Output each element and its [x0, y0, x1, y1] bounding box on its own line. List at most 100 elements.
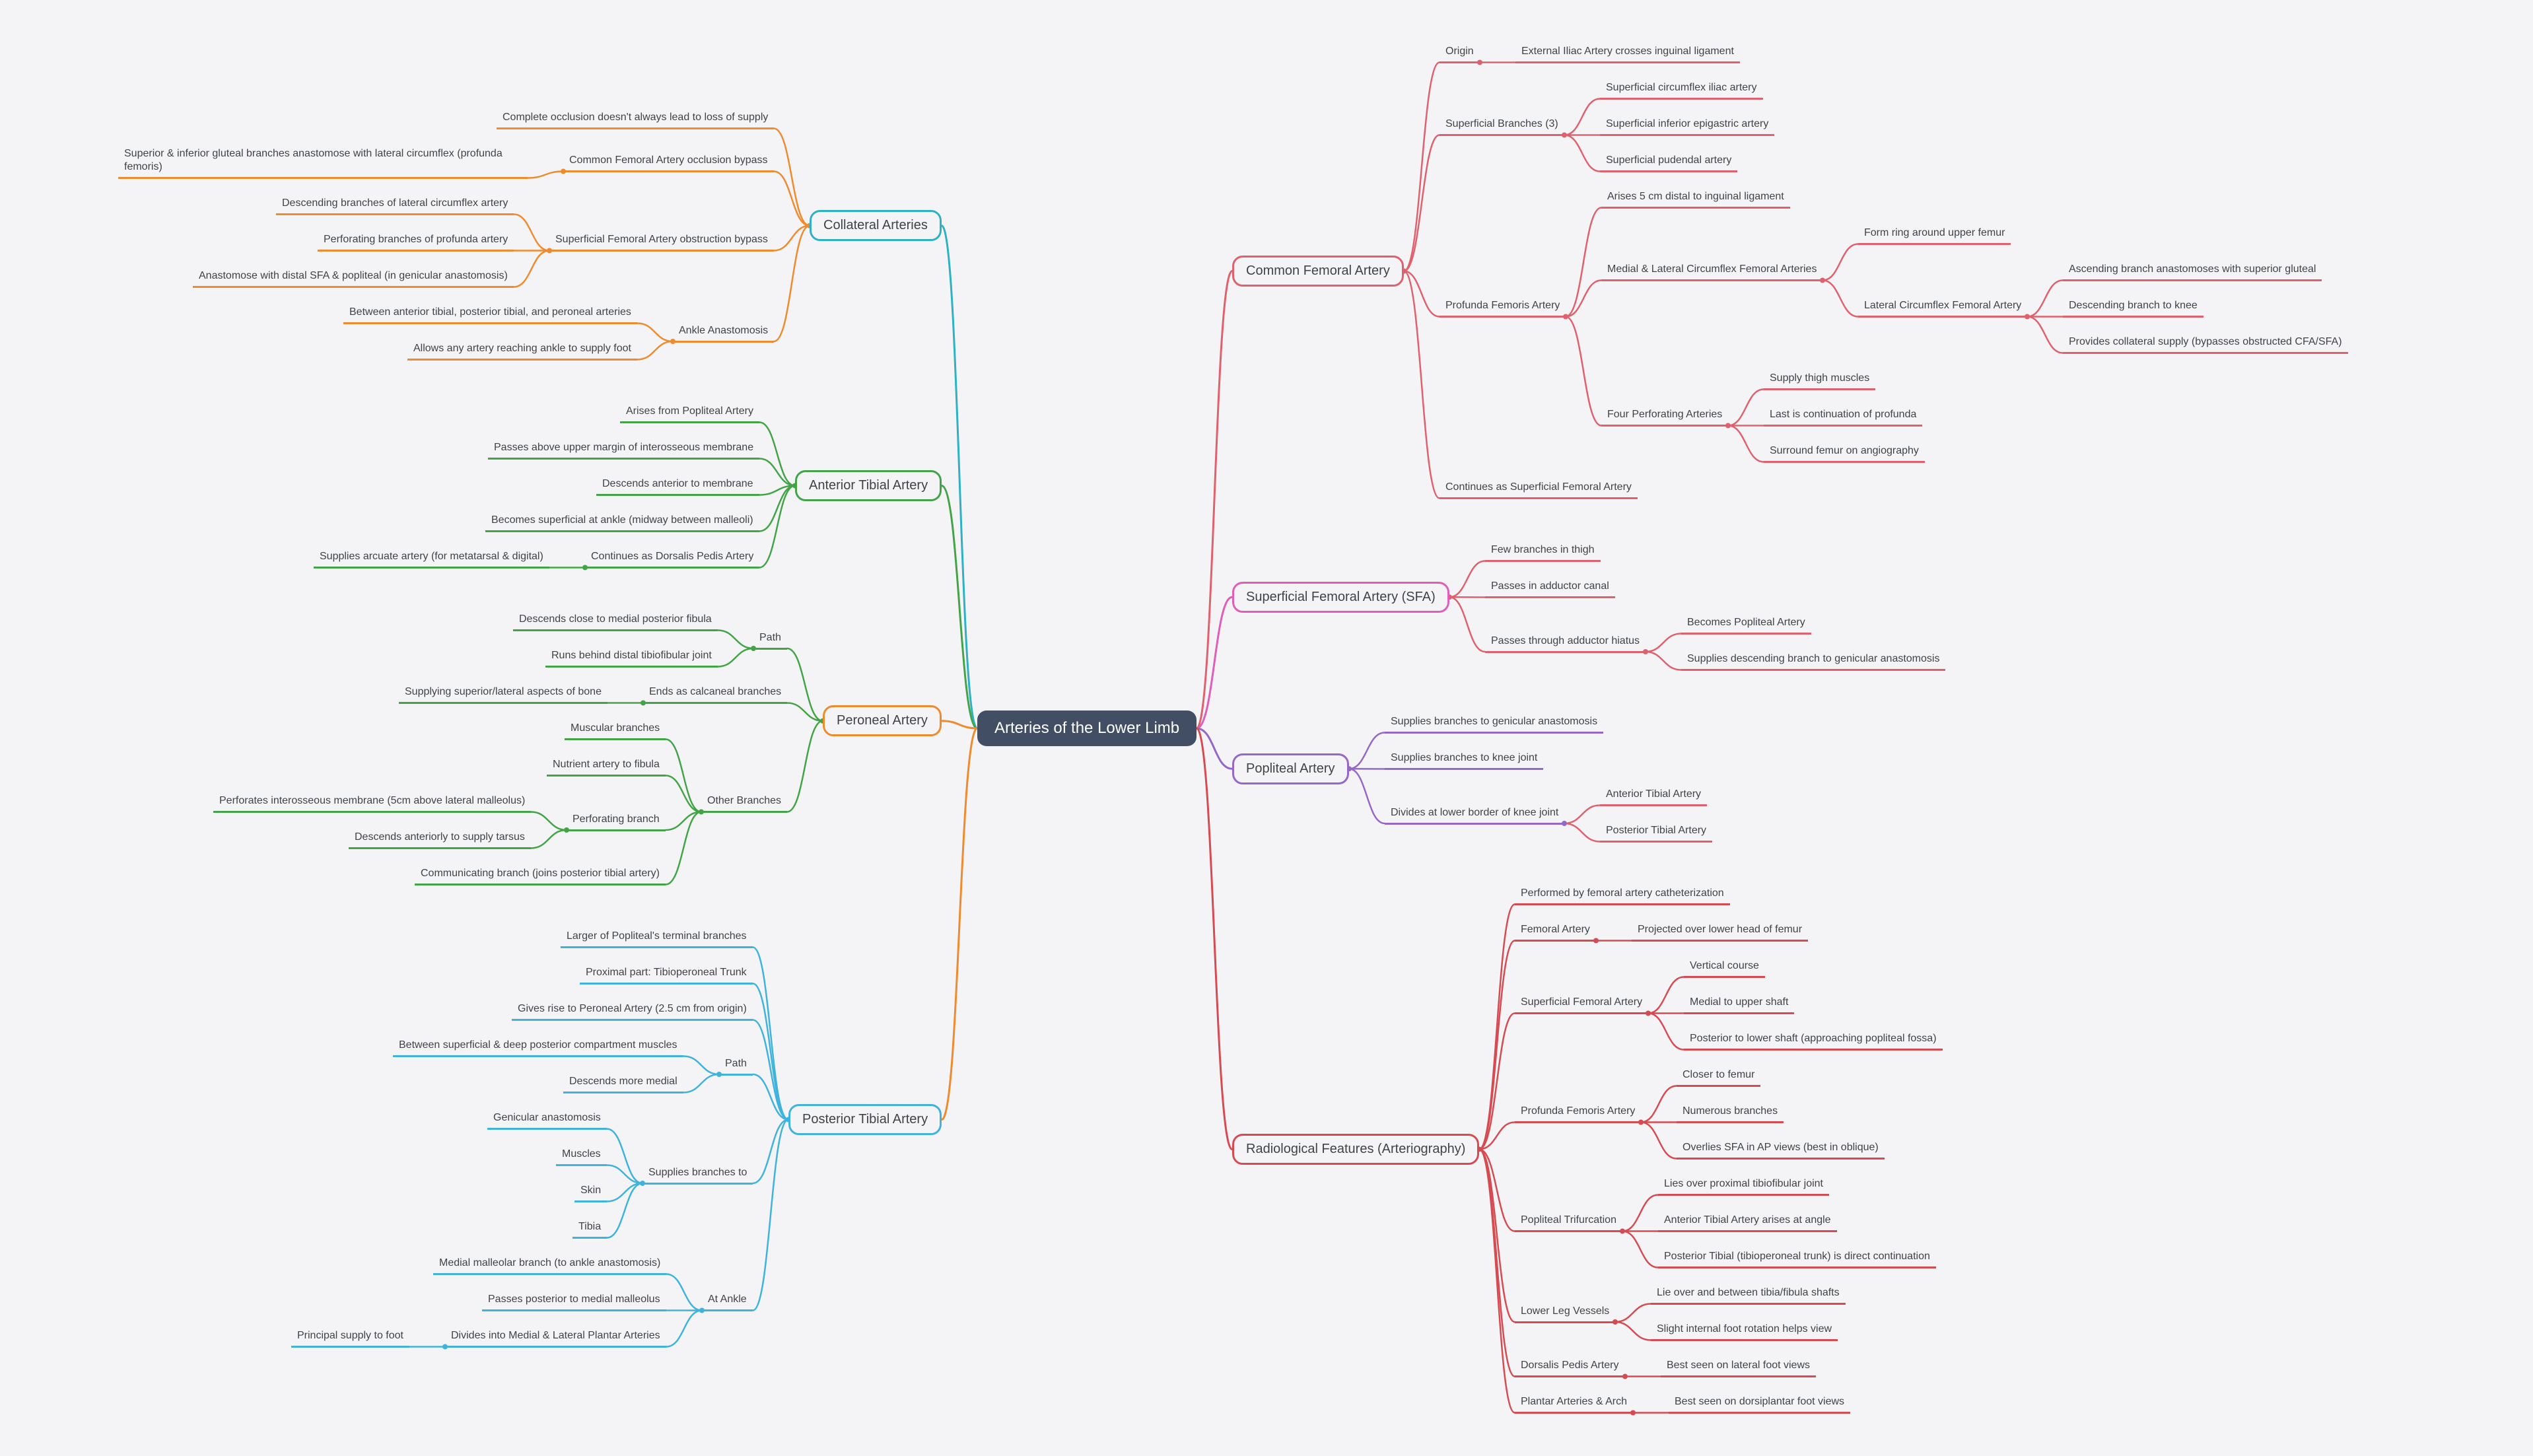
map-node[interactable]: Supplying superior/lateral aspects of bo…	[399, 683, 607, 704]
map-node[interactable]: Closer to femur	[1677, 1066, 1761, 1087]
map-node[interactable]: Skin	[574, 1182, 607, 1202]
map-node[interactable]: Four Perforating Arteries	[1601, 406, 1729, 427]
map-node[interactable]: Descending branches of lateral circumfle…	[276, 195, 514, 215]
map-node[interactable]: Anterior Tibial Artery arises at angle	[1658, 1212, 1837, 1232]
map-node[interactable]: Posterior to lower shaft (approaching po…	[1684, 1030, 1943, 1051]
map-node[interactable]: Ankle Anastomosis	[673, 322, 775, 343]
map-node[interactable]: Slight internal foot rotation helps view	[1651, 1321, 1838, 1341]
map-node[interactable]: Superficial inferior epigastric artery	[1600, 116, 1775, 136]
branch-node[interactable]: Popliteal Artery	[1232, 753, 1349, 784]
map-node[interactable]: Gives rise to Peroneal Artery (2.5 cm fr…	[512, 1000, 753, 1021]
map-node[interactable]: Supply thigh muscles	[1764, 370, 1876, 390]
map-node[interactable]: Runs behind distal tibiofibular joint	[545, 647, 718, 668]
map-node[interactable]: Superficial circumflex iliac artery	[1600, 79, 1763, 100]
map-node[interactable]: Divides into Medial & Lateral Plantar Ar…	[445, 1327, 666, 1348]
map-node[interactable]: Best seen on lateral foot views	[1661, 1357, 1817, 1377]
map-node[interactable]: Form ring around upper femur	[1858, 225, 2011, 245]
map-node[interactable]: Passes in adductor canal	[1485, 578, 1615, 598]
map-node[interactable]: Plantar Arteries & Arch	[1515, 1393, 1633, 1414]
map-node[interactable]: Common Femoral Artery occlusion bypass	[563, 152, 774, 172]
map-node[interactable]: Popliteal Trifurcation	[1515, 1212, 1622, 1232]
map-node[interactable]: Supplies branches to genicular anastomos…	[1385, 713, 1604, 734]
map-node[interactable]: At Ankle	[702, 1291, 753, 1311]
map-node[interactable]: Arises 5 cm distal to inguinal ligament	[1601, 188, 1790, 209]
map-node[interactable]: Tibia	[573, 1218, 607, 1239]
map-node[interactable]: Superficial Femoral Artery obstruction b…	[549, 231, 774, 252]
branch-node[interactable]: Superficial Femoral Artery (SFA)	[1232, 581, 1449, 613]
map-node[interactable]: Passes posterior to medial malleolus	[482, 1291, 666, 1311]
map-node[interactable]: Superficial Branches (3)	[1440, 116, 1564, 136]
map-node[interactable]: Overlies SFA in AP views (best in obliqu…	[1677, 1139, 1885, 1160]
map-node[interactable]: Larger of Popliteal's terminal branches	[561, 928, 753, 948]
map-node[interactable]: Descending branch to knee	[2063, 297, 2203, 318]
map-node[interactable]: Path	[753, 629, 787, 650]
map-node[interactable]: Continues as Superficial Femoral Artery	[1440, 479, 1638, 499]
map-node[interactable]: Ascending branch anastomoses with superi…	[2063, 261, 2322, 281]
map-node[interactable]: Medial to upper shaft	[1684, 994, 1795, 1014]
root-node[interactable]: Arteries of the Lower Limb	[977, 711, 1197, 746]
map-node[interactable]: Becomes Popliteal Artery	[1681, 614, 1811, 635]
map-node[interactable]: Projected over lower head of femur	[1632, 921, 1809, 942]
map-node[interactable]: Principal supply to foot	[291, 1327, 409, 1348]
map-node[interactable]: Passes above upper margin of interosseou…	[488, 439, 760, 460]
map-node[interactable]: Lateral Circumflex Femoral Artery	[1858, 297, 2028, 318]
map-node[interactable]: Proximal part: Tibioperoneal Trunk	[580, 964, 753, 985]
map-node[interactable]: Dorsalis Pedis Artery	[1515, 1357, 1625, 1377]
map-node[interactable]: External Iliac Artery crosses inguinal l…	[1515, 43, 1740, 63]
map-node[interactable]: Perforating branch	[567, 811, 666, 831]
map-node[interactable]: Provides collateral supply (bypasses obs…	[2063, 333, 2348, 354]
map-node[interactable]: Perforates interosseous membrane (5cm ab…	[213, 792, 532, 813]
map-node[interactable]: Surround femur on angiography	[1764, 442, 1925, 463]
map-node[interactable]: Lower Leg Vessels	[1515, 1303, 1616, 1323]
map-node[interactable]: Muscular branches	[565, 720, 666, 740]
map-node[interactable]: Vertical course	[1684, 957, 1765, 978]
map-node[interactable]: Profunda Femoris Artery	[1515, 1103, 1642, 1123]
map-node[interactable]: Divides at lower border of knee joint	[1385, 804, 1565, 825]
map-node[interactable]: Medial malleolar branch (to ankle anasto…	[433, 1255, 667, 1275]
map-node[interactable]: Profunda Femoris Artery	[1440, 297, 1566, 318]
map-node[interactable]: Ends as calcaneal branches	[643, 683, 788, 704]
map-node[interactable]: Passes through adductor hiatus	[1485, 633, 1646, 653]
map-node[interactable]: Supplies branches to	[642, 1164, 753, 1185]
map-node[interactable]: Superior & inferior gluteal branches ana…	[118, 145, 528, 179]
branch-node[interactable]: Collateral Arteries	[810, 210, 942, 242]
map-node[interactable]: Supplies descending branch to genicular …	[1681, 650, 1946, 671]
map-node[interactable]: Performed by femoral artery catheterizat…	[1515, 885, 1730, 905]
map-node[interactable]: Descends more medial	[563, 1073, 683, 1093]
map-node[interactable]: Path	[719, 1055, 753, 1076]
map-node[interactable]: Superficial pudendal artery	[1600, 152, 1738, 172]
map-node[interactable]: Other Branches	[701, 792, 788, 813]
branch-node[interactable]: Posterior Tibial Artery	[788, 1104, 942, 1135]
map-node[interactable]: Becomes superficial at ankle (midway bet…	[485, 512, 759, 532]
map-node[interactable]: Between anterior tibial, posterior tibia…	[343, 304, 637, 324]
map-node[interactable]: Medial & Lateral Circumflex Femoral Arte…	[1601, 261, 1823, 281]
map-node[interactable]: Origin	[1440, 43, 1480, 63]
map-node[interactable]: Few branches in thigh	[1485, 541, 1601, 562]
map-node[interactable]: Lies over proximal tibiofibular joint	[1658, 1175, 1829, 1196]
map-node[interactable]: Arises from Popliteal Artery	[620, 403, 759, 423]
map-node[interactable]: Supplies arcuate artery (for metatarsal …	[314, 548, 549, 569]
map-node[interactable]: Posterior Tibial (tibioperoneal trunk) i…	[1658, 1248, 1936, 1268]
map-node[interactable]: Communicating branch (joins posterior ti…	[415, 865, 666, 885]
map-node[interactable]: Nutrient artery to fibula	[547, 756, 666, 777]
map-node[interactable]: Best seen on dorsiplantar foot views	[1669, 1393, 1851, 1414]
branch-node[interactable]: Common Femoral Artery	[1232, 256, 1404, 287]
map-node[interactable]: Lie over and between tibia/fibula shafts	[1651, 1284, 1846, 1305]
map-node[interactable]: Posterior Tibial Artery	[1600, 822, 1713, 843]
branch-node[interactable]: Peroneal Artery	[823, 705, 942, 737]
map-node[interactable]: Anastomose with distal SFA & popliteal (…	[193, 267, 514, 288]
map-node[interactable]: Perforating branches of profunda artery	[318, 231, 514, 252]
map-node[interactable]: Allows any artery reaching ankle to supp…	[407, 340, 637, 361]
map-node[interactable]: Muscles	[556, 1146, 607, 1166]
map-node[interactable]: Complete occlusion doesn't always lead t…	[497, 109, 775, 129]
map-node[interactable]: Descends anterior to membrane	[596, 475, 759, 496]
map-node[interactable]: Supplies branches to knee joint	[1385, 749, 1544, 770]
branch-node[interactable]: Anterior Tibial Artery	[795, 470, 942, 501]
map-node[interactable]: Femoral Artery	[1515, 921, 1596, 942]
map-node[interactable]: Genicular anastomosis	[487, 1109, 607, 1130]
map-node[interactable]: Numerous branches	[1677, 1103, 1784, 1123]
branch-node[interactable]: Radiological Features (Arteriography)	[1232, 1134, 1480, 1165]
map-node[interactable]: Between superficial & deep posterior com…	[393, 1037, 683, 1057]
map-node[interactable]: Descends close to medial posterior fibul…	[513, 611, 718, 631]
map-node[interactable]: Anterior Tibial Artery	[1600, 786, 1708, 806]
